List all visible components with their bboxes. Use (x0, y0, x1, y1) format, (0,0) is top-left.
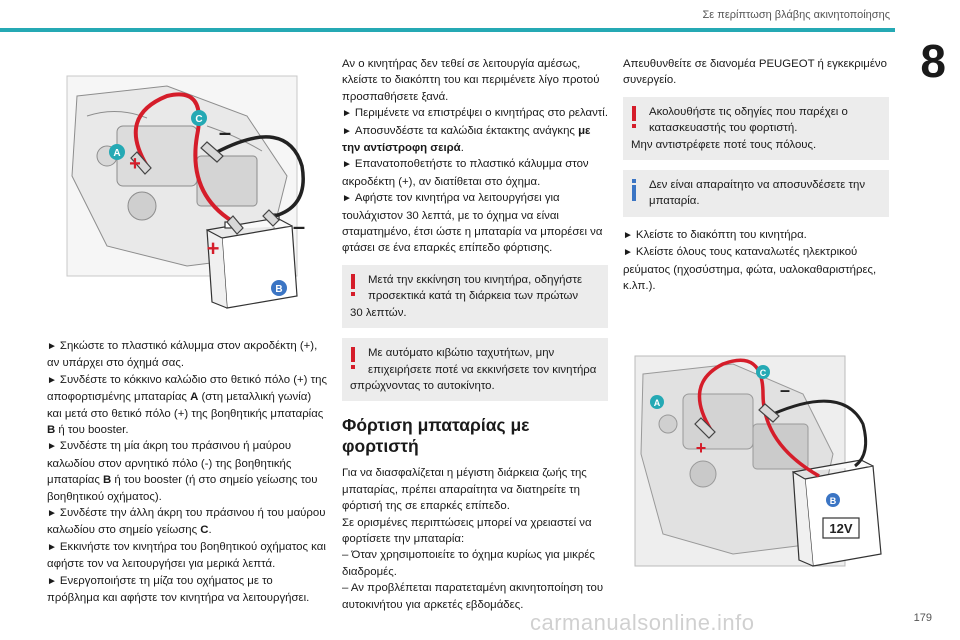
warning-automatic-gearbox: Με αυτόματο κιβώτιο ταχυτήτων, μην επιχε… (342, 338, 608, 402)
plus-sign: + (129, 153, 141, 175)
dealer-paragraph: Απευθυνθείτε σε διανομέα PEUGEOT ή εγκεκ… (623, 58, 887, 87)
minus-sign-battery: – (293, 214, 305, 239)
step-disconnect: ►Αποσυνδέστε τα καλώδια έκτακτης ανάγκης… (342, 124, 591, 155)
step-lift-cover: ►Σηκώστε το πλαστικό κάλυμμα στον ακροδέ… (47, 340, 318, 370)
label-c: C (760, 368, 767, 378)
arrow-icon: ► (342, 193, 352, 205)
warning-charger-instructions: Ακολουθήστε τις οδηγίες που παρέχει ο κα… (623, 96, 889, 161)
arrow-icon: ► (623, 247, 633, 259)
dash-item-long-storage: – Αν προβλέπεται παρατεταμένη ακινητοποί… (342, 582, 604, 611)
running-header: Σε περίπτωση βλάβης ακινητοποίησης (702, 9, 891, 21)
red-cable (133, 92, 238, 226)
retry-paragraph: Αν ο κινητήρας δεν τεθεί σε λειτουργία α… (342, 58, 600, 103)
step-wait-idle: ►Περιμένετε να επιστρέψει ο κινητήρας στ… (342, 107, 609, 120)
warning-drive-carefully: Μετά την εκκίνηση του κινητήρα, οδηγήστε… (342, 264, 608, 329)
label-a: A (113, 148, 120, 159)
dash-item-short-trips: – Όταν χρησιμοποιείτε το όχημα κυρίως γι… (342, 549, 595, 578)
charger-drawing: 12V A C B + – (623, 304, 889, 575)
step-start-helper: ►Εκκινήστε τον κινητήρα του βοηθητικού ο… (47, 540, 326, 571)
warning-icon (351, 273, 355, 289)
charger-illustration: 12V A C B + – (623, 304, 893, 575)
charging-paragraph-2: Σε ορισμένες περιπτώσεις μπορεί να χρεια… (342, 516, 592, 545)
jump-start-illustration: A C B + + – – (47, 56, 317, 328)
column-1: A C B + + – – ►Σηκώστε το πλαστικό κάλυμ… (47, 56, 327, 607)
black-cable (772, 400, 868, 468)
step-run-engine: ►Αφήστε τον κινητήρα να λειτουργήσει για… (342, 192, 603, 255)
charging-paragraph-1: Για να διασφαλίζεται η μέγιστη διάρκεια … (342, 467, 587, 513)
column-2: Αν ο κινητήρας δεν τεθεί σε λειτουργία α… (342, 56, 608, 613)
step-switch-off: ►Κλείστε το διακόπτη του κινητήρα. (623, 228, 807, 241)
warning-icon (351, 347, 355, 363)
battery-charger (792, 459, 882, 568)
step-replace-cover: ►Επανατοποθετήστε το πλαστικό κάλυμμα στ… (342, 158, 589, 188)
arrow-icon: ► (47, 508, 57, 520)
label-a: A (654, 398, 661, 408)
label-b: B (275, 284, 282, 295)
step-connect-red: ►Συνδέστε το κόκκινο καλώδιο στο θετικό … (47, 373, 327, 437)
arrow-icon: ► (342, 125, 352, 137)
arrow-icon: ► (47, 541, 57, 553)
info-no-disconnect: Δεν είναι απαραίτητο να αποσυνδέσετε την… (623, 170, 889, 217)
label-b: B (830, 496, 837, 506)
arrow-icon: ► (47, 374, 57, 386)
info-icon (632, 179, 636, 184)
arrow-icon: ► (47, 341, 57, 352)
step-connect-black: ►Συνδέστε τη μία άκρη του πράσινου ή μαύ… (47, 440, 318, 503)
minus-sign: – (219, 120, 231, 145)
black-cable (216, 135, 305, 218)
warning-icon (632, 105, 636, 121)
red-cable (697, 359, 820, 478)
column-3: Απευθυνθείτε σε διανομέα PEUGEOT ή εγκεκ… (623, 56, 893, 584)
charger-voltage-label: 12V (829, 521, 852, 536)
arrow-icon: ► (47, 441, 57, 453)
arrow-icon: ► (623, 229, 633, 241)
engine-bay-drawing: A C B + + – – (47, 56, 317, 328)
plus-sign: + (696, 438, 707, 458)
minus-sign: – (780, 380, 790, 400)
plus-sign-battery: + (207, 236, 220, 261)
chapter-number: 8 (920, 35, 946, 87)
page-number: 179 (913, 612, 932, 624)
step-consumers-off: ►Κλείστε όλους τους καταναλωτές ηλεκτρικ… (623, 246, 877, 293)
header-rule (0, 28, 895, 32)
arrow-icon: ► (342, 159, 352, 171)
section-title: Φόρτιση μπαταρίας με φορτιστή (342, 415, 530, 457)
watermark: carmanualsonline.info (530, 610, 755, 635)
arrow-icon: ► (342, 108, 352, 120)
step-connect-ground: ►Συνδέστε την άλλη άκρη του πράσινου ή τ… (47, 507, 326, 537)
label-c: C (195, 114, 202, 125)
step-ignition: ►Ενεργοποιήστε τη μίζα του οχήματος με τ… (47, 574, 310, 605)
arrow-icon: ► (47, 575, 57, 587)
